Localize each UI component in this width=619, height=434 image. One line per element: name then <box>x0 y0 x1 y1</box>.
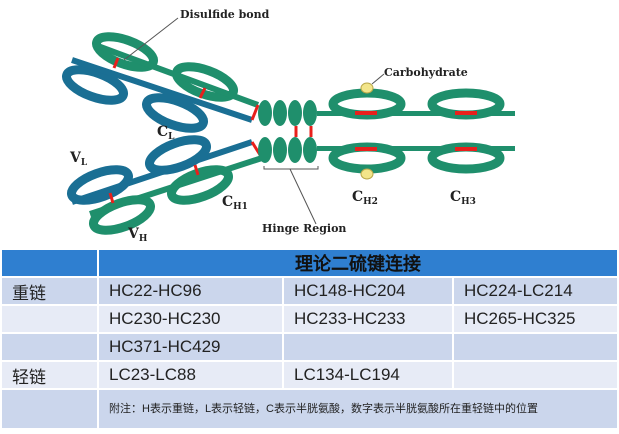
cell: LC134-LC194 <box>282 360 454 390</box>
carbohydrate-icon <box>360 168 374 180</box>
cell <box>282 332 454 362</box>
label-carbohydrate: Carbohydrate <box>384 66 468 79</box>
label-vl: VL <box>69 150 88 168</box>
table-note: 附注：H表示重链，L表示轻链，C表示半胱氨酸，数字表示半胱氨酸所在重轻链中的位置 <box>97 388 619 430</box>
hinge <box>258 100 319 225</box>
cell: HC224-LC214 <box>452 276 619 306</box>
label-vh: VH <box>127 226 148 244</box>
row-label <box>0 304 99 334</box>
header-title: 理论二硫键连接 <box>97 248 619 278</box>
row-label: 重链 <box>0 276 99 306</box>
cell <box>452 332 619 362</box>
carbohydrate-icon <box>360 82 374 94</box>
fc-region <box>317 73 515 180</box>
cell: HC371-HC429 <box>97 332 284 362</box>
table-row: 重链 HC22-HC96 HC148-HC204 HC224-LC214 <box>0 276 619 306</box>
label-hinge-region: Hinge Region <box>262 222 346 235</box>
label-ch1: CH1 <box>222 194 248 212</box>
cell: HC148-HC204 <box>282 276 454 306</box>
lower-arm <box>67 135 264 235</box>
disulfide-bond-table: 理论二硫键连接 重链 HC22-HC96 HC148-HC204 HC224-L… <box>0 248 619 430</box>
cell: HC22-HC96 <box>97 276 284 306</box>
label-disulfide-bond: Disulfide bond <box>180 8 270 21</box>
label-cl: CL <box>157 124 175 142</box>
cell: HC265-HC325 <box>452 304 619 334</box>
table-row: 轻链 LC23-LC88 LC134-LC194 <box>0 360 619 390</box>
row-label <box>0 388 99 430</box>
header-blank <box>0 248 99 278</box>
upper-arm <box>62 32 260 133</box>
label-ch2: CH2 <box>352 189 378 207</box>
label-ch3: CH3 <box>450 189 476 207</box>
cell <box>452 360 619 390</box>
cell: HC233-HC233 <box>282 304 454 334</box>
cell: LC23-LC88 <box>97 360 284 390</box>
row-label: 轻链 <box>0 360 99 390</box>
antibody-structure-diagram: Disulfide bond Carbohydrate CL VL CH1 VH… <box>62 8 515 244</box>
table-header: 理论二硫键连接 <box>0 248 619 278</box>
cell: HC230-HC230 <box>97 304 284 334</box>
table-row: HC230-HC230 HC233-HC233 HC265-HC325 <box>0 304 619 334</box>
row-label <box>0 332 99 362</box>
table-note-row: 附注：H表示重链，L表示轻链，C表示半胱氨酸，数字表示半胱氨酸所在重轻链中的位置 <box>0 388 619 430</box>
table-row: HC371-HC429 <box>0 332 619 362</box>
